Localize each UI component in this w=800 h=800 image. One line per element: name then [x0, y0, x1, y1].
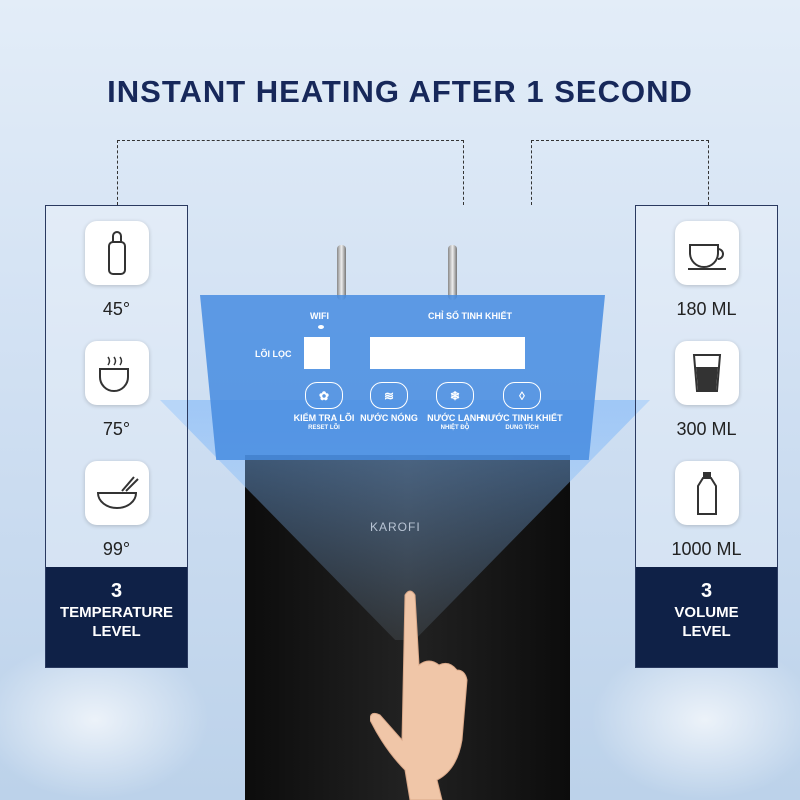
pure-water-button[interactable]: ◊ [503, 382, 541, 409]
temp-item: 45° [46, 221, 187, 320]
brand-logo: KAROFI [370, 520, 421, 534]
wifi-indicator [318, 325, 324, 329]
purity-display [370, 337, 525, 369]
temp-item: 75° [46, 341, 187, 440]
water-bottle-icon [674, 461, 739, 525]
tea-cup-icon [84, 341, 149, 405]
hot-water-label: NƯỚC NÓNG [360, 413, 418, 423]
cup-icon [674, 221, 739, 285]
temp-item: 99° [46, 461, 187, 560]
volume-item: 300 ML [636, 341, 777, 440]
glass-icon [674, 341, 739, 405]
wifi-label: WIFI [310, 311, 329, 321]
faucet-left [337, 245, 346, 300]
noodle-bowl-icon [84, 461, 149, 525]
baby-bottle-icon [84, 221, 149, 285]
filter-display [304, 337, 330, 369]
hand-pointer [370, 590, 468, 800]
connector-right [531, 140, 709, 205]
connector-left [117, 140, 464, 205]
filter-label: LÕI LỌC [255, 349, 292, 359]
purity-label: CHỈ SỐ TINH KHIẾT [428, 311, 513, 321]
headline: INSTANT HEATING AFTER 1 SECOND [107, 74, 693, 109]
volume-item: 1000 ML [636, 461, 777, 560]
volume-item: 180 ML [636, 221, 777, 320]
cold-water-button[interactable]: ❄ [436, 382, 474, 409]
hot-water-button[interactable]: ≋ [370, 382, 408, 409]
faucet-right [448, 245, 457, 300]
control-panel: WIFI CHỈ SỐ TINH KHIẾT LÕI LỌC ✿ ≋ ❄ ◊ K… [200, 295, 605, 460]
check-filter-button[interactable]: ✿ [305, 382, 343, 409]
